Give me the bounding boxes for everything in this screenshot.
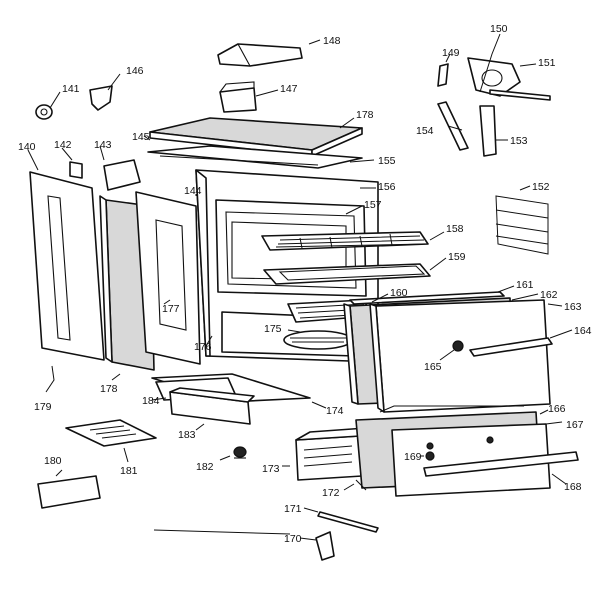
callout-164: 164 [574, 325, 592, 337]
callout-143: 143 [94, 139, 112, 151]
part-177-side-liner [135, 191, 201, 365]
callout-177: 177 [162, 303, 180, 315]
callout-165: 165 [424, 361, 442, 373]
part-173-drawer [295, 427, 367, 481]
part-172-slide [355, 479, 367, 491]
part-182-knob [233, 446, 247, 459]
callout-182: 182 [196, 461, 214, 473]
part-148-vent-cap [217, 43, 303, 67]
callout-175: 175 [264, 323, 282, 335]
callout-169: 169 [404, 451, 422, 463]
part-153-hinge [479, 105, 497, 157]
part-150-damper [467, 57, 521, 97]
callout-178-side: 178 [100, 383, 118, 395]
callout-167: 167 [566, 419, 584, 431]
callout-170: 170 [284, 533, 302, 545]
part-181-grate-plate [65, 419, 157, 447]
part-155-top-frame [147, 145, 363, 169]
part-175-round-rack [283, 330, 353, 350]
callout-162: 162 [540, 289, 558, 301]
callout-166: 166 [548, 403, 566, 415]
callout-145: 145 [132, 131, 150, 143]
callout-151: 151 [538, 57, 556, 69]
callout-178-top: 178 [356, 109, 374, 121]
callout-153: 153 [510, 135, 528, 147]
callout-159: 159 [448, 251, 466, 263]
callout-152: 152 [532, 181, 550, 193]
part-164-door-handle [469, 337, 553, 357]
callout-158: 158 [446, 223, 464, 235]
part-158-rack [261, 231, 429, 251]
part-154-link [437, 101, 469, 151]
part-142-bracket [69, 161, 83, 179]
part-147-vent-duct [219, 81, 257, 113]
callout-147: 147 [280, 83, 298, 95]
part-183-ash-box [169, 387, 255, 425]
part-163-door-outer [369, 299, 551, 413]
part-146-bracket [89, 85, 113, 111]
callout-144: 144 [184, 185, 202, 197]
part-169-bolt [425, 451, 435, 461]
part-161-door-gasket [349, 291, 505, 305]
callout-183: 183 [178, 429, 196, 441]
part-165-pin [452, 340, 464, 352]
part-171-rod [317, 511, 379, 533]
callout-141: 141 [62, 83, 80, 95]
callout-163: 163 [564, 301, 582, 313]
part-151-damper-rod [489, 89, 551, 101]
part-149-pin [437, 63, 449, 87]
part-152-grille [495, 195, 549, 255]
part-168-drawer-handle [423, 451, 579, 477]
part-141-knob [35, 104, 53, 120]
callout-157: 157 [364, 199, 382, 211]
callout-181: 181 [120, 465, 138, 477]
part-170-bracket [315, 531, 335, 561]
callout-140: 140 [18, 141, 36, 153]
callout-156: 156 [378, 181, 396, 193]
callout-179: 179 [34, 401, 52, 413]
callout-184: 184 [142, 395, 160, 407]
part-159-broiler-pan [263, 263, 431, 285]
part-180-drip-pan [37, 475, 101, 509]
part-140-side-panel [29, 171, 105, 361]
part-143-side-shield [103, 159, 141, 191]
callout-146: 146 [126, 65, 144, 77]
callout-155: 155 [378, 155, 396, 167]
callout-142: 142 [54, 139, 72, 151]
callout-161: 161 [516, 279, 534, 291]
leader-lines [27, 33, 573, 541]
callout-174: 174 [326, 405, 344, 417]
callout-172: 172 [322, 487, 340, 499]
part-167-drawer-front [391, 423, 551, 497]
callout-168: 168 [564, 481, 582, 493]
callout-171: 171 [284, 503, 302, 515]
callout-148: 148 [323, 35, 341, 47]
callout-173: 173 [262, 463, 280, 475]
callout-160: 160 [390, 287, 408, 299]
callout-150: 150 [490, 23, 508, 35]
callout-154: 154 [416, 125, 434, 137]
callout-180: 180 [44, 455, 62, 467]
callout-149: 149 [442, 47, 460, 59]
callout-176: 176 [194, 341, 212, 353]
